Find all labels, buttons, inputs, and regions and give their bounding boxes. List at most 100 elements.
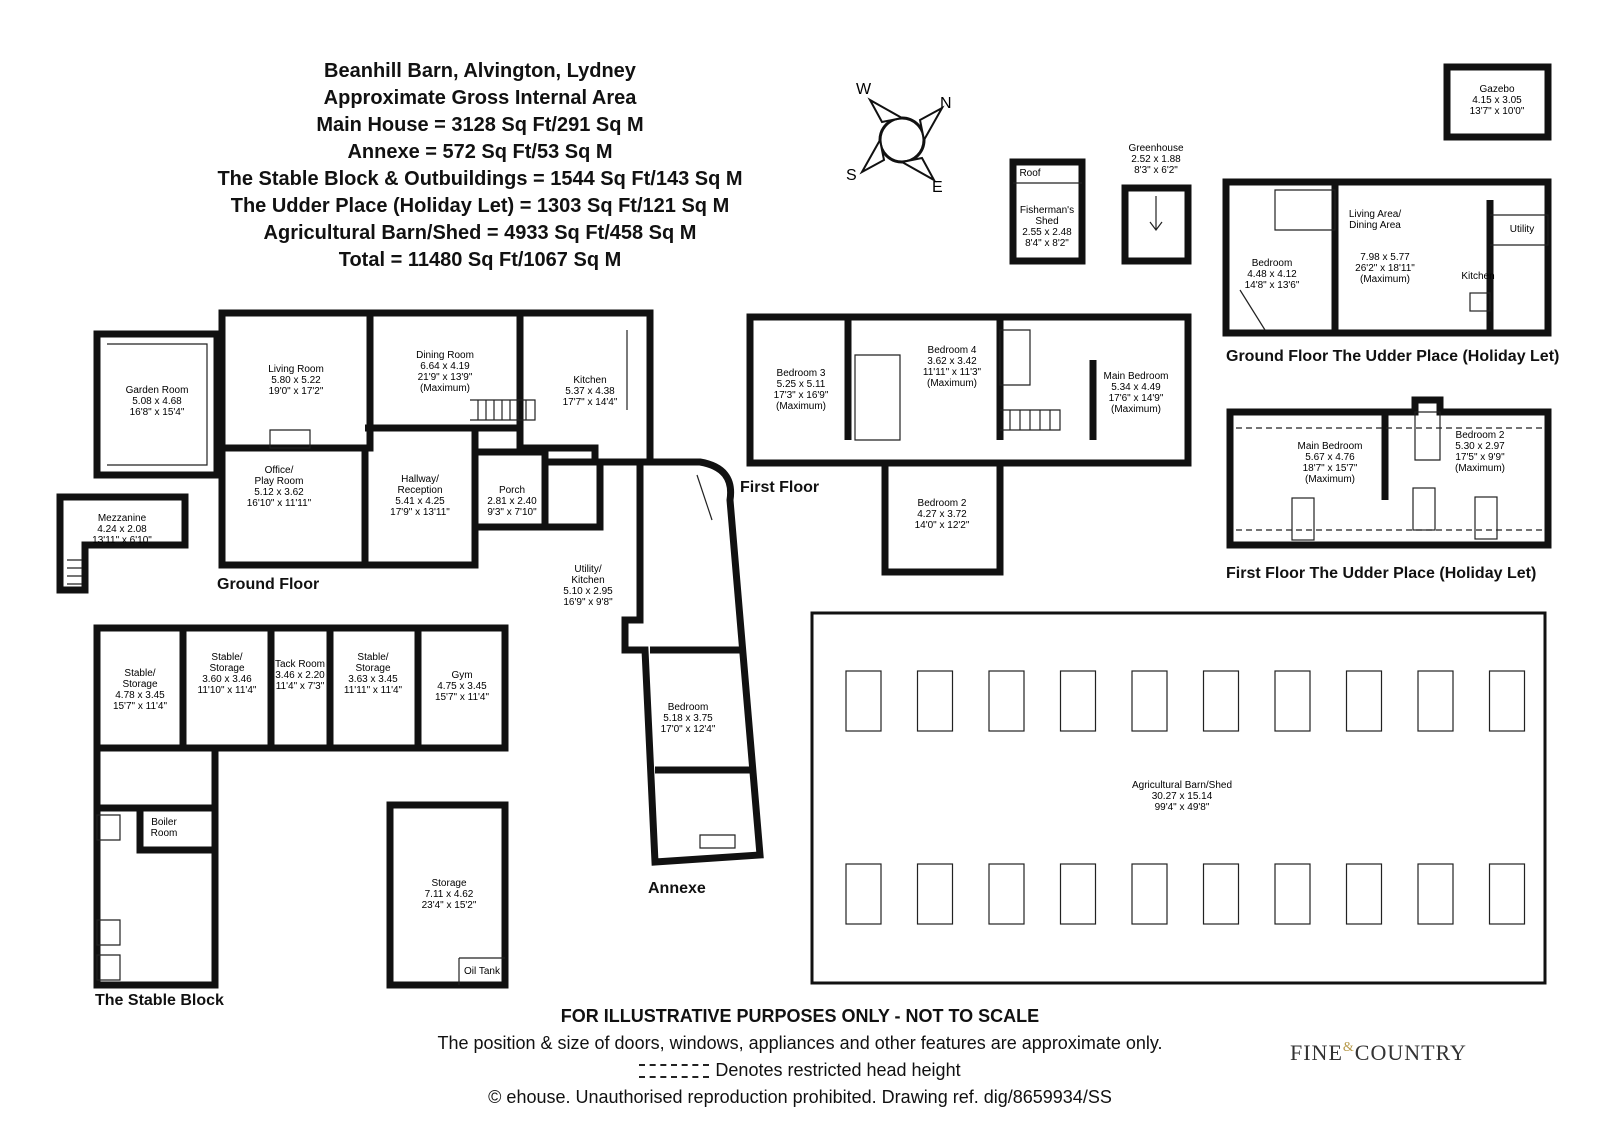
udder-main-bedroom-metric: 5.67 x 4.76 xyxy=(1305,452,1355,463)
label-udder-ground: Ground Floor The Udder Place (Holiday Le… xyxy=(1226,348,1559,365)
restricted-height-key xyxy=(639,1064,710,1079)
udder-bedroom2-metric: 5.30 x 2.97 xyxy=(1455,441,1505,452)
barn-bay xyxy=(845,863,882,925)
outbuilding-labels: Roof Fisherman's Shed 2.55 x 2.48 8'4" x… xyxy=(1019,84,1524,249)
footer-notice: FOR ILLUSTRATIVE PURPOSES ONLY - NOT TO … xyxy=(560,1006,1040,1026)
office-metric: 5.12 x 3.62 xyxy=(254,487,304,498)
main-bedroom-metric: 5.34 x 4.49 xyxy=(1111,382,1161,393)
compass-w: W xyxy=(856,81,872,98)
kitchen-metric: 5.37 x 4.38 xyxy=(565,386,615,397)
area-annexe: Annexe = 572 Sq Ft/53 Sq M xyxy=(347,141,613,163)
annexe-worktop xyxy=(696,474,713,521)
ground-floor-plan xyxy=(56,309,654,594)
barn-bay xyxy=(988,863,1025,925)
bedroom2-name: Bedroom 2 xyxy=(918,498,967,509)
udder-living-metric: 7.98 x 5.77 xyxy=(1360,252,1410,263)
main-bedroom-name: Main Bedroom xyxy=(1103,371,1168,382)
bedroom3-imperial: 17'3" x 16'9" xyxy=(774,390,829,401)
stable1-imperial: 15'7" x 11'4" xyxy=(113,701,168,712)
stable3-name-2: Storage xyxy=(355,663,390,674)
garden-room-name: Garden Room xyxy=(126,385,189,396)
wc-outline xyxy=(545,458,604,531)
office-imperial: 16'10" x 11'11" xyxy=(247,498,312,509)
udder-first-labels: Main Bedroom 5.67 x 4.76 18'7" x 15'7" (… xyxy=(1297,430,1505,485)
gazebo-outline xyxy=(1443,63,1552,141)
stable2-metric: 3.60 x 3.46 xyxy=(202,674,252,685)
bathroom-first xyxy=(854,354,901,441)
compass-points xyxy=(859,97,945,183)
udder-kitchen-name: Kitchen xyxy=(1461,271,1494,282)
barn-bay xyxy=(916,670,954,732)
udder-bedroom2-note: (Maximum) xyxy=(1455,463,1505,474)
greenhouse-name: Greenhouse xyxy=(1128,143,1183,154)
barn-bay xyxy=(988,670,1025,732)
agricultural-barn-plan xyxy=(810,611,1547,985)
barn-bay xyxy=(1131,863,1168,925)
udder-bath xyxy=(1239,289,1266,331)
staircase xyxy=(470,399,536,421)
label-stable-block: The Stable Block xyxy=(95,992,224,1009)
label-annexe: Annexe xyxy=(648,880,706,897)
storage-outline xyxy=(386,801,509,989)
stable-row-outline xyxy=(93,624,509,752)
udder-living-imperial: 26'2" x 18'11" xyxy=(1355,263,1415,274)
stable2-name: Stable/ xyxy=(211,652,242,663)
label-first-floor: First Floor xyxy=(740,479,819,496)
restricted-head-height-lines xyxy=(1236,427,1542,531)
stable-block-plan xyxy=(93,624,509,989)
living-room-name: Living Room xyxy=(268,364,324,375)
outbuildings-small xyxy=(1009,63,1552,265)
agricultural-barn-outline xyxy=(810,611,1547,985)
stable1-name: Stable/ xyxy=(124,668,155,679)
utility-kitchen-metric: 5.10 x 2.95 xyxy=(563,586,613,597)
barn-bay xyxy=(845,670,882,732)
stable2-name-2: Storage xyxy=(209,663,244,674)
udder-ground-labels: Bedroom 4.48 x 4.12 14'8" x 13'6" Living… xyxy=(1245,209,1535,291)
area-main-house: Main House = 3128 Sq Ft/291 Sq M xyxy=(316,114,644,136)
mezzanine-outline xyxy=(56,493,189,594)
hallway-imperial: 17'9" x 13'11" xyxy=(390,507,450,518)
udder-main-bedroom-note: (Maximum) xyxy=(1305,474,1355,485)
bath-first xyxy=(999,329,1031,386)
fishermans-shed-outline xyxy=(1009,158,1086,265)
area-agricultural-barn: Agricultural Barn/Shed = 4933 Sq Ft/458 … xyxy=(263,222,697,244)
udder-bedroom-imperial: 14'8" x 13'6" xyxy=(1245,280,1300,291)
barn-bay xyxy=(1202,863,1240,925)
udder-bedroom-name: Bedroom xyxy=(1252,258,1293,269)
barn-bay xyxy=(1345,670,1383,732)
annexe-bedroom-metric: 5.18 x 3.75 xyxy=(663,713,713,724)
utility-kitchen-imperial: 16'9" x 9'8" xyxy=(563,597,613,608)
utility-kitchen-name-2: Kitchen xyxy=(571,575,604,586)
compass-circle xyxy=(878,116,926,164)
udder-shower xyxy=(1274,189,1336,231)
area-total: Total = 11480 Sq Ft/1067 Sq M xyxy=(338,249,622,271)
bedroom2-metric: 4.27 x 3.72 xyxy=(917,509,967,520)
porch-name: Porch xyxy=(499,485,525,496)
kitchen-name: Kitchen xyxy=(573,375,606,386)
bedroom4-imperial: 11'11" x 11'3" xyxy=(923,367,982,378)
compass-n: N xyxy=(940,95,952,112)
boiler-room-name: Boiler xyxy=(151,817,177,828)
bedroom2-imperial: 14'0" x 12'2" xyxy=(915,520,970,531)
compass-rose: W N S E xyxy=(846,81,952,196)
mezzanine-stairs xyxy=(67,559,82,585)
boiler-room-name-2: Room xyxy=(151,828,178,839)
barn-bay xyxy=(1274,670,1311,732)
plan-title: Beanhill Barn, Alvington, Lydney xyxy=(324,60,636,82)
udder-first-plan xyxy=(1226,396,1552,549)
footer-restricted-row: Denotes restricted head height xyxy=(330,1057,1270,1084)
annexe-outline xyxy=(621,458,764,866)
gazebo-metric: 4.15 x 3.05 xyxy=(1472,95,1522,106)
dining-room-name: Dining Room xyxy=(416,350,474,361)
greenhouse-outline xyxy=(1121,184,1192,265)
barn-bay xyxy=(1059,670,1097,732)
storage-imperial: 23'4" x 15'2" xyxy=(422,900,477,911)
udder-first-window-box-1 xyxy=(1291,497,1315,541)
barn-bay xyxy=(1202,670,1240,732)
porch-metric: 2.81 x 2.40 xyxy=(487,496,537,507)
first-floor-outline xyxy=(746,313,1192,467)
garden-room-outline xyxy=(93,330,221,479)
living-room-metric: 5.80 x 5.22 xyxy=(271,375,321,386)
barn-bays xyxy=(845,670,1526,925)
label-udder-first: First Floor The Udder Place (Holiday Let… xyxy=(1226,565,1536,582)
